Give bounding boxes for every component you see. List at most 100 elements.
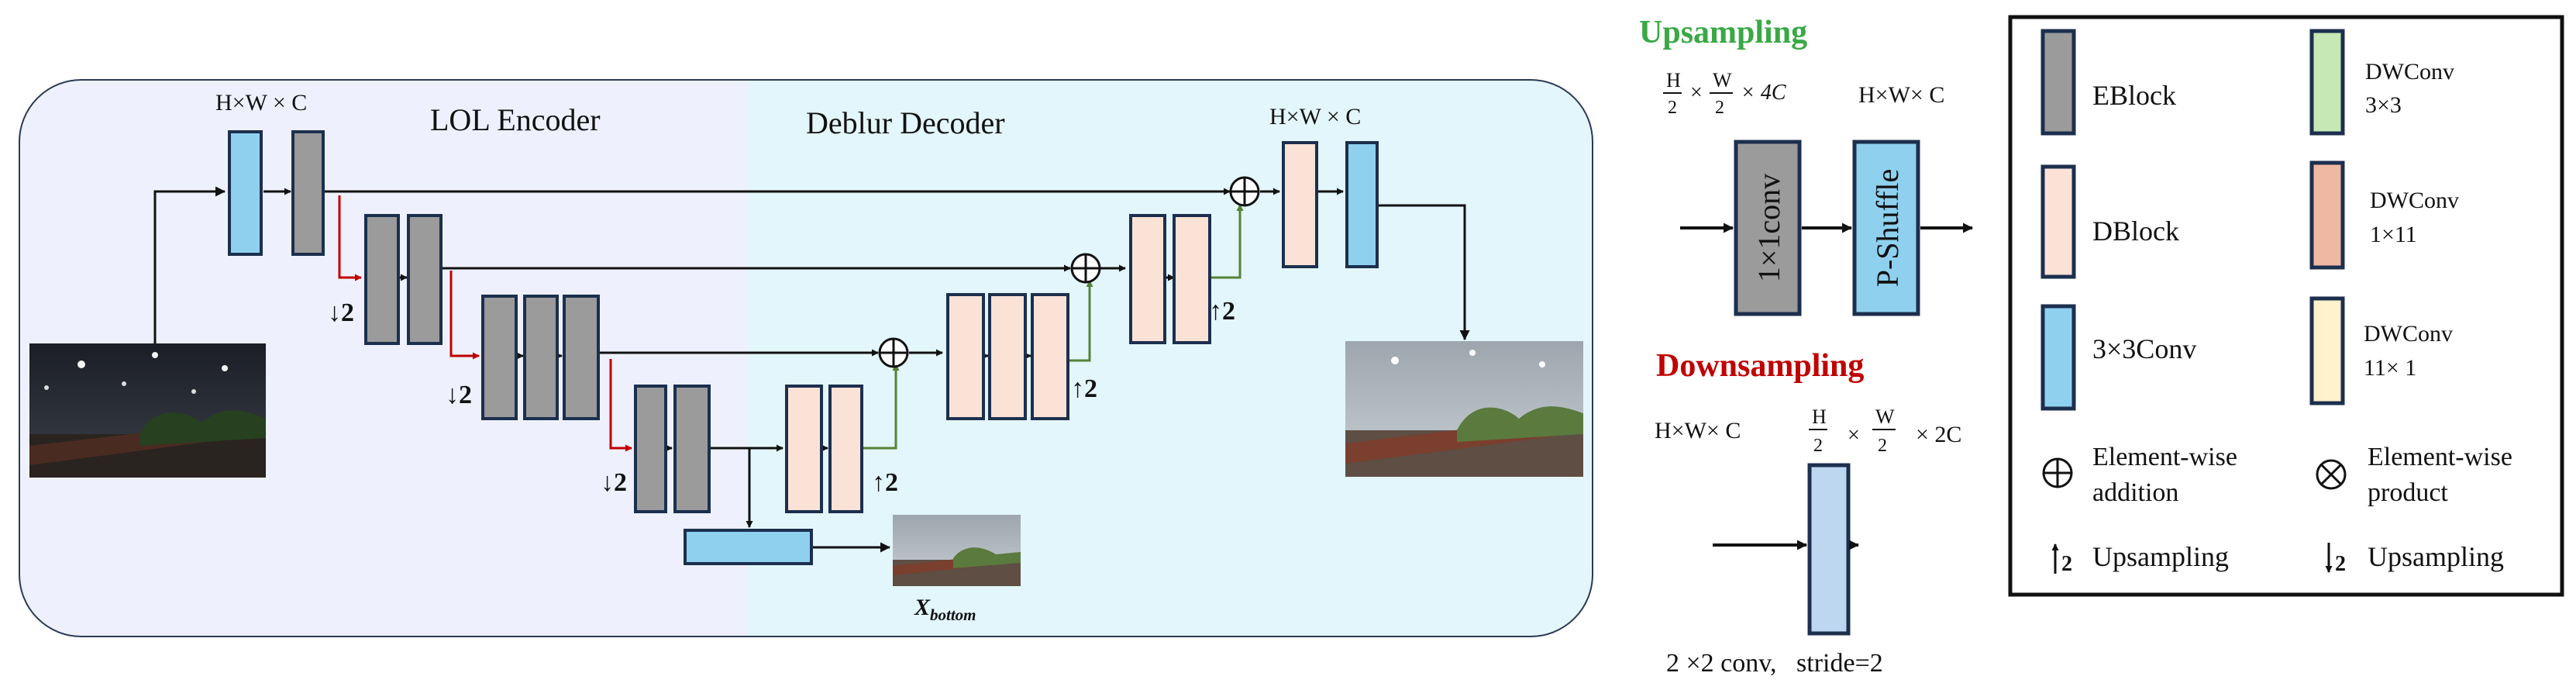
legend-dblock-swatch xyxy=(2040,164,2076,279)
legend-dblock-label: DBlock xyxy=(2092,216,2179,247)
bottom-output-image xyxy=(893,515,1021,586)
down-conv-block xyxy=(1807,463,1851,636)
up-arrow-icon: 2 xyxy=(2051,543,2072,576)
svg-text:×: × xyxy=(1690,81,1703,105)
eblock xyxy=(291,130,325,256)
down-arrow-icon: 2 xyxy=(2325,543,2346,576)
eblock xyxy=(364,214,400,345)
legend-conv3-label: 3×3Conv xyxy=(2092,333,2196,364)
element-wise-addition-icon xyxy=(1070,253,1101,284)
eblock xyxy=(523,295,559,420)
svg-text:×: × xyxy=(1848,423,1860,447)
conv1x1-label: 1×1conv xyxy=(1751,174,1786,282)
upsampling-output-dims: H×W× C xyxy=(1858,82,1944,108)
legend-upsampling-label: Upsampling xyxy=(2092,541,2229,572)
legend: EBlock DBlock 3×3Conv Element-wise addit… xyxy=(2008,15,2564,597)
pixel-shuffle-block xyxy=(1852,140,1920,316)
input-dims-label: H×W × C xyxy=(215,90,307,116)
legend-border xyxy=(2008,15,2564,597)
svg-text:2: 2 xyxy=(2061,552,2072,576)
svg-text:× 4C: × 4C xyxy=(1741,81,1786,105)
blocks xyxy=(228,130,1379,565)
legend-dwconv3-label-2: 3×3 xyxy=(2365,92,2402,118)
pixel-shuffle-label: P-Shuffle xyxy=(1870,169,1905,288)
upsample-arrows xyxy=(863,204,1244,450)
downsampling-input-dims: H×W× C xyxy=(1655,418,1741,443)
legend-dwconv11x1-label-1: DWConv xyxy=(2364,321,2453,347)
decoder-label: Deblur Decoder xyxy=(806,105,1005,140)
dblock xyxy=(828,385,863,513)
eblock xyxy=(563,295,600,420)
down-factor-label: ↓2 xyxy=(446,381,472,409)
scale-labels: ↓2 ↓2 ↓2 ↑2 ↑2 ↑2 xyxy=(328,297,1235,497)
svg-text:× 2C: × 2C xyxy=(1916,422,1961,447)
svg-text:2: 2 xyxy=(1715,98,1724,118)
legend-dwconv1x11-label-1: DWConv xyxy=(2370,188,2459,213)
legend-addition-label-1: Element-wise xyxy=(2092,443,2237,471)
dblock xyxy=(785,385,823,513)
down-factor-label: ↓2 xyxy=(328,298,354,327)
dblock xyxy=(1129,214,1166,344)
addition-nodes xyxy=(878,176,1260,368)
upsampling-module: Upsampling H 2 × W 2 × 4C H×W× C 1×1conv… xyxy=(1639,15,1973,316)
input-image xyxy=(29,343,266,478)
panel-border xyxy=(19,79,1593,637)
legend-dwconv3-label-1: DWConv xyxy=(2365,59,2454,85)
conv1x1-block xyxy=(1734,140,1802,316)
dblock xyxy=(946,293,985,420)
downsampling-module: Downsampling H×W× C H 2 × W 2 × 2C 2 ×2 … xyxy=(1655,348,1961,678)
up-factor-label: ↑2 xyxy=(1071,374,1097,403)
eblock xyxy=(481,295,518,420)
output-dims-label: H×W × C xyxy=(1269,104,1361,129)
downsampling-caption: 2 ×2 conv, stride=2 xyxy=(1666,649,1883,678)
up-factor-label: ↑2 xyxy=(872,468,898,497)
legend-dwconv11x1-label-2: 11× 1 xyxy=(2364,355,2416,381)
element-wise-product-icon xyxy=(2316,459,2347,490)
element-wise-addition-icon xyxy=(1229,176,1260,207)
dblock xyxy=(988,293,1027,420)
bottom-output-label: Xbottom xyxy=(914,595,976,624)
svg-text:H: H xyxy=(1666,69,1681,91)
downsampling-title: Downsampling xyxy=(1656,348,1864,384)
legend-product-label-2: product xyxy=(2368,478,2448,507)
svg-text:2: 2 xyxy=(1878,436,1887,456)
element-wise-addition-icon xyxy=(878,337,909,368)
conv3x3-block xyxy=(1345,141,1379,268)
dblock xyxy=(1173,214,1211,344)
encoder-label: LOL Encoder xyxy=(430,102,601,137)
up-factor-label: ↑2 xyxy=(1209,297,1235,326)
element-wise-addition-icon xyxy=(2042,457,2073,488)
legend-dwconv1x11-swatch xyxy=(2309,160,2345,270)
upsampling-input-dims: H 2 × W 2 × 4C xyxy=(1663,69,1786,118)
legend-dwconv3-swatch xyxy=(2309,29,2345,136)
legend-eblock-swatch xyxy=(2040,29,2076,136)
dblock xyxy=(1031,293,1069,420)
downsampling-output-dims: H 2 × W 2 × 2C xyxy=(1809,405,1961,456)
upsampling-title: Upsampling xyxy=(1639,15,1807,50)
legend-addition-label-2: addition xyxy=(2092,478,2178,507)
conv3x3-block xyxy=(228,130,263,256)
svg-text:2: 2 xyxy=(1813,436,1823,456)
downsample-arrows xyxy=(338,195,632,452)
legend-product-label-1: Element-wise xyxy=(2368,443,2512,471)
legend-eblock-label: EBlock xyxy=(2092,80,2176,111)
svg-text:2: 2 xyxy=(1668,98,1677,118)
dblock xyxy=(1282,141,1318,268)
eblock xyxy=(407,214,443,345)
legend-dwconv1x11-label-2: 1×11 xyxy=(2370,222,2417,247)
eblock xyxy=(673,385,711,513)
output-image xyxy=(1345,341,1583,477)
legend-downsampling-label: Upsampling xyxy=(2368,541,2504,572)
svg-text:W: W xyxy=(1713,69,1732,91)
eblock xyxy=(634,385,667,513)
svg-text:2: 2 xyxy=(2335,552,2346,576)
conv3x3-block xyxy=(684,529,813,565)
legend-dwconv11x1-swatch xyxy=(2309,296,2345,405)
down-factor-label: ↓2 xyxy=(601,468,627,497)
svg-text:H: H xyxy=(1812,405,1827,428)
svg-text:W: W xyxy=(1875,405,1895,428)
legend-conv3-swatch xyxy=(2040,304,2076,411)
connections xyxy=(153,186,1470,553)
